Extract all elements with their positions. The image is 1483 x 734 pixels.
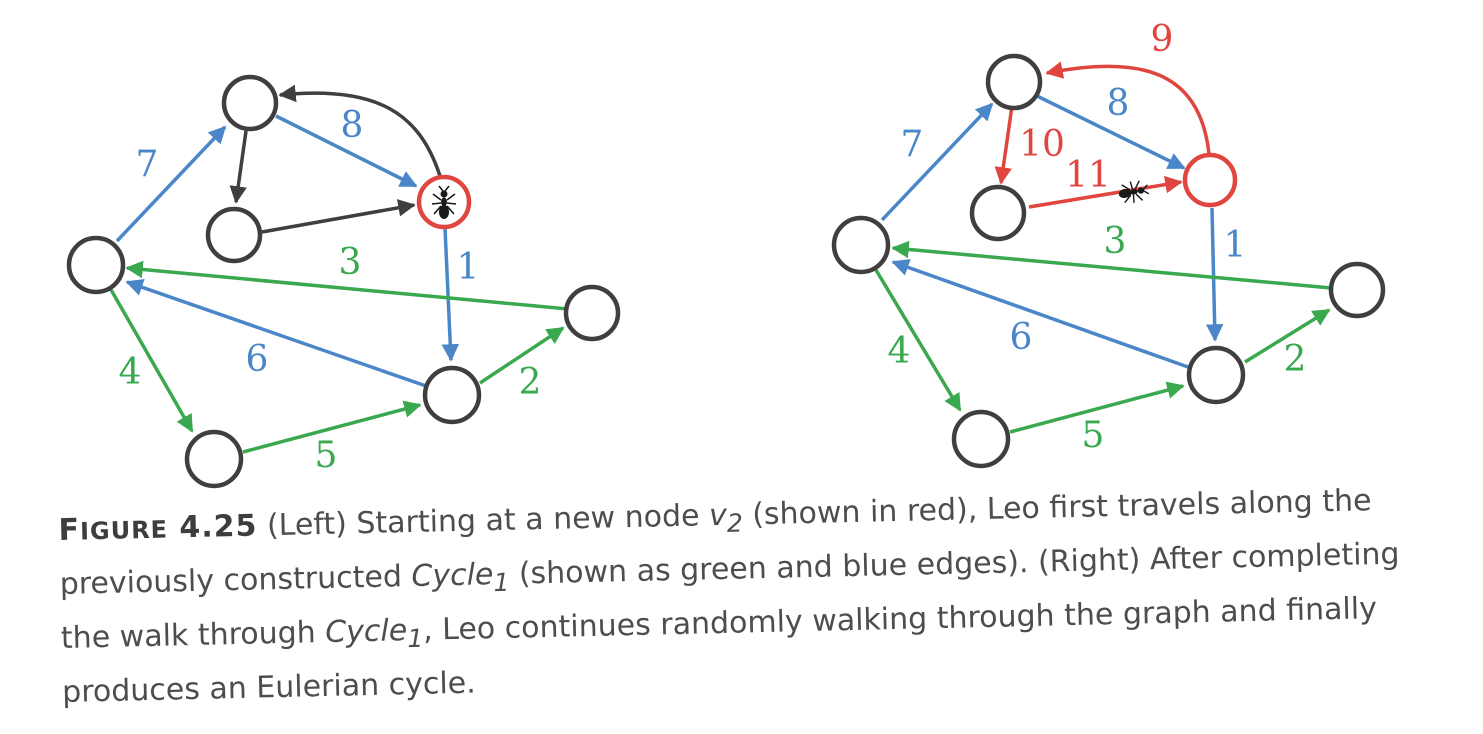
left-edge-7 [115, 125, 227, 243]
left-node-bottom-mid [422, 365, 482, 425]
left-edge-3 [125, 260, 569, 311]
left-edge-5 [242, 400, 422, 454]
left-graph: 1 2 3 4 5 6 7 8 [66, 74, 621, 489]
left-label-1: 1 [457, 247, 480, 288]
right-label-6: 6 [1010, 317, 1033, 358]
right-node-bottom-mid [1186, 345, 1246, 405]
right-edge-10 [994, 105, 1014, 185]
figure-label: FIGURE 4.25 [58, 508, 258, 548]
left-edge-8 [275, 114, 418, 188]
left-label-7: 7 [136, 144, 159, 185]
right-label-3: 3 [1104, 221, 1127, 262]
right-node-inner [969, 184, 1027, 242]
right-label-2: 2 [1284, 339, 1307, 380]
left-label-6: 6 [246, 339, 269, 380]
right-label-11: 11 [1065, 155, 1111, 196]
caption-node-symbol: v2 [708, 497, 744, 538]
left-node-right [563, 284, 621, 342]
figure-caption: FIGURE 4.25 (Left) Starting at a new nod… [58, 477, 1432, 716]
left-node-inner [205, 206, 263, 264]
left-edge-1 [441, 227, 460, 362]
right-graph: 1 2 3 4 5 6 7 8 9 10 11 [831, 19, 1386, 469]
right-label-7: 7 [901, 124, 924, 165]
left-edge-6 [125, 278, 427, 388]
right-label-8: 8 [1107, 83, 1130, 124]
caption-cycle-symbol: Cycle1 [411, 557, 510, 598]
left-node-top [221, 74, 279, 132]
right-edge-7 [880, 102, 994, 222]
right-edge-6 [891, 259, 1189, 369]
right-label-10: 10 [1019, 124, 1065, 165]
right-edge-11 [1028, 175, 1183, 209]
left-edge-2 [479, 326, 565, 385]
right-edge-9 [1045, 61, 1211, 155]
right-edge-8 [1036, 94, 1186, 170]
left-node-left [66, 235, 126, 295]
right-edge-1 [1205, 207, 1224, 342]
right-edge-4 [874, 269, 962, 412]
right-edge-5 [1009, 381, 1185, 434]
caption-text-1: (Left) Starting at a new node [266, 498, 700, 544]
right-node-left [831, 215, 891, 275]
left-label-2: 2 [519, 362, 542, 403]
right-node-top [985, 53, 1043, 111]
left-edge-gray-down [229, 130, 248, 204]
left-edge-4 [108, 287, 194, 433]
right-label-9: 9 [1151, 19, 1174, 60]
left-edge-gray-right [261, 199, 416, 234]
caption-cycle-symbol: Cycle1 [324, 613, 424, 654]
right-node-right [1328, 261, 1386, 319]
right-node-v2 [1182, 152, 1238, 208]
left-label-3: 3 [339, 242, 362, 283]
right-label-4: 4 [888, 331, 911, 372]
right-label-5: 5 [1082, 415, 1105, 456]
ant-icon [1116, 177, 1151, 206]
left-edge-gray-arc [278, 84, 442, 177]
right-edge-3 [891, 240, 1332, 290]
left-node-bottom-left [184, 429, 244, 489]
left-label-5: 5 [315, 435, 338, 476]
right-edge-2 [1244, 308, 1331, 364]
left-label-4: 4 [119, 352, 142, 393]
right-node-bottom-left [951, 409, 1011, 469]
left-label-8: 8 [341, 105, 364, 146]
right-label-1: 1 [1224, 225, 1247, 266]
